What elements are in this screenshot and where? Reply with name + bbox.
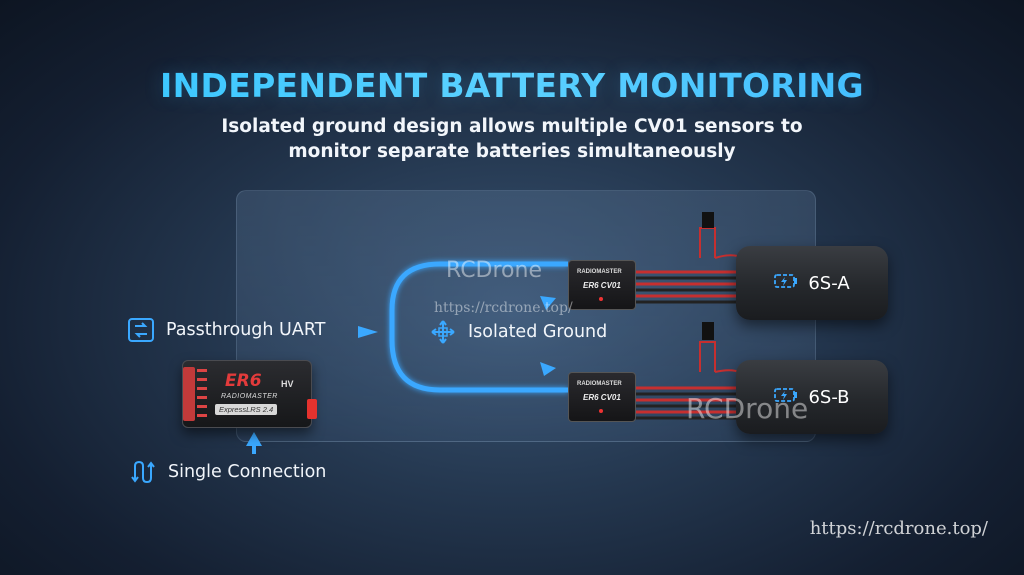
sensor-b-model: ER6 CV01 (583, 393, 621, 402)
passthrough-uart-label: Passthrough UART (126, 316, 325, 344)
single-connection-label: Single Connection (128, 458, 326, 486)
battery-charge-icon (774, 273, 798, 294)
uart-swap-icon (126, 316, 156, 344)
isolated-ground-label: Isolated Ground (428, 318, 607, 346)
isolated-ground-icon (428, 318, 458, 346)
receiver-red-port (307, 399, 317, 419)
passthrough-uart-text: Passthrough UART (166, 320, 326, 340)
battery-charge-icon (774, 387, 798, 408)
receiver-hv-label: HV (281, 379, 294, 389)
battery-leads-b (634, 322, 751, 420)
arrow-to-loop (358, 326, 378, 338)
watermark-brand-1: RCDrone (446, 258, 542, 283)
subtitle-line-2: monitor separate batteries simultaneousl… (288, 141, 736, 162)
subtitle-line-1: Isolated ground design allows multiple C… (221, 116, 803, 137)
battery-6s-a: 6S-A (736, 246, 888, 320)
sensor-a-brand: RADIOMASTER (577, 269, 622, 275)
watermark-url-1: https://rcdrone.top/ (434, 300, 573, 316)
isolated-ground-text: Isolated Ground (468, 322, 608, 342)
cv01-sensor-a: RADIOMASTER ER6 CV01 (568, 260, 636, 310)
cv01-sensor-b: RADIOMASTER ER6 CV01 (568, 372, 636, 422)
watermark-brand-2: RCDrone (686, 392, 809, 425)
receiver-brand: RADIOMASTER (221, 393, 278, 400)
sensor-b-led (599, 409, 603, 413)
arrow-up-to-receiver (246, 432, 262, 446)
single-connection-text: Single Connection (168, 462, 327, 482)
battery-6s-b: 6S-B (736, 360, 888, 434)
arrow-to-sensor-b (540, 362, 556, 376)
page-subtitle: Isolated ground design allows multiple C… (0, 114, 1024, 164)
battery-leads-a (634, 212, 751, 304)
battery-b-name: 6S-B (808, 386, 850, 408)
receiver-model: ER6 (225, 371, 262, 391)
battery-a-name: 6S-A (808, 272, 850, 294)
sensor-a-led (599, 297, 603, 301)
receiver-pin-labels (197, 369, 209, 423)
page-title: INDEPENDENT BATTERY MONITORING (0, 66, 1024, 105)
receiver-protocol: ExpressLRS 2.4 (215, 404, 278, 415)
receiver-pin-header (183, 367, 195, 421)
single-connection-icon (128, 458, 158, 486)
er6-receiver: ER6 RADIOMASTER ExpressLRS 2.4 HV (182, 360, 317, 428)
sensor-b-brand: RADIOMASTER (577, 381, 622, 387)
uart-wire-loop (389, 261, 568, 393)
arrow-to-sensor-a (540, 296, 556, 310)
sensor-a-model: ER6 CV01 (583, 281, 621, 290)
watermark-url-corner: https://rcdrone.top/ (809, 518, 988, 539)
